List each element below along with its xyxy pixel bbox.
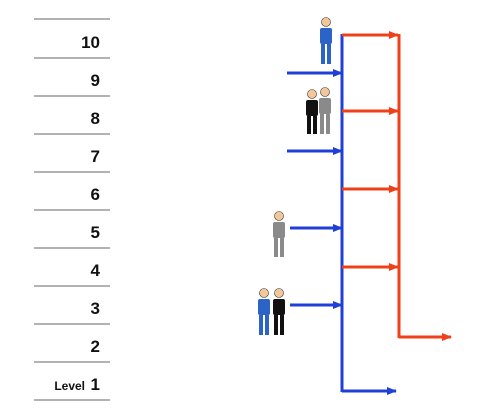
- outgoing-arrows: [342, 31, 399, 271]
- level-label-7: 7: [91, 147, 100, 166]
- incoming-arrows: [287, 69, 343, 309]
- level-label-2: 2: [91, 337, 100, 356]
- people-figures: [258, 17, 332, 335]
- level-rules: [34, 18, 110, 401]
- level-label-6: 6: [91, 185, 100, 204]
- level-label-10: 10: [81, 33, 100, 52]
- level-label-3: 3: [91, 299, 100, 318]
- level-label-1-prefix: Level: [54, 379, 85, 393]
- person-icon: [320, 17, 332, 64]
- level-label-5: 5: [91, 223, 100, 242]
- level-label-1: 1: [91, 375, 100, 394]
- level-label-9: 9: [91, 71, 100, 90]
- level-label-8: 8: [91, 109, 100, 128]
- person-icon: [319, 87, 331, 134]
- level-labels: 10 9 8 7 6 5 4 3 2 Level 1: [54, 33, 100, 394]
- person-icon: [273, 211, 285, 257]
- person-icon: [273, 288, 285, 335]
- person-icon: [258, 288, 270, 335]
- person-icon: [306, 89, 318, 134]
- exit-arrows: [342, 333, 452, 395]
- level-label-4: 4: [91, 261, 101, 280]
